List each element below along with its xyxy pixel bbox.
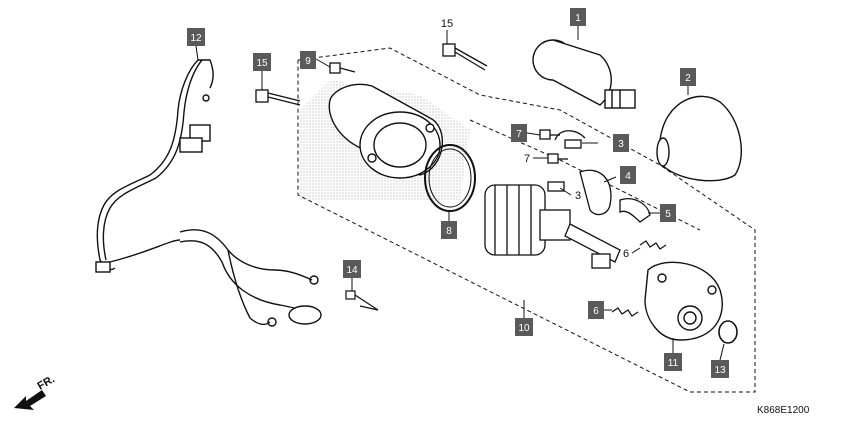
front-direction-label: FR.: [36, 373, 57, 392]
leader-lines: [195, 26, 725, 361]
o-ring-8: [424, 144, 476, 212]
clip-5: [619, 198, 651, 223]
part-label-15: 15: [253, 53, 271, 71]
bolt-9: [329, 62, 356, 74]
part-label-5: 5: [660, 204, 676, 222]
svg-text:9: 9: [305, 56, 311, 67]
rear-cover-11: [644, 261, 723, 341]
armature-10: [484, 184, 621, 269]
bolt-15-top: [442, 43, 488, 71]
assembly-outline: [297, 47, 756, 393]
bolt-14: [345, 290, 379, 311]
part-label-11: 11: [664, 353, 682, 371]
svg-text:5: 5: [665, 209, 671, 220]
front-arrow-icon: FR.: [14, 373, 57, 410]
svg-text:6: 6: [593, 306, 599, 317]
part-label-1: 1: [570, 8, 586, 26]
part-label-14: 14: [343, 260, 361, 278]
part-label-4: 4: [620, 166, 636, 184]
svg-text:14: 14: [346, 265, 358, 276]
screw-7: [539, 129, 568, 164]
part-label-8: 8: [441, 221, 457, 239]
washer-13: [718, 320, 738, 344]
svg-text:4: 4: [625, 171, 631, 182]
svg-text:12: 12: [190, 33, 202, 44]
callout-15-top: 15: [441, 18, 453, 30]
callout-6: 6: [623, 248, 629, 260]
part-label-9: 9: [300, 51, 316, 69]
drawing-code: K868E1200: [757, 405, 810, 416]
part-label-13: 13: [711, 360, 729, 378]
starter-drive-1: [532, 39, 636, 109]
spring-6: [611, 240, 667, 317]
part-label-2: 2: [680, 68, 696, 86]
motor-case: [328, 83, 444, 179]
part-label-7: 7: [511, 124, 527, 142]
part-label-12: 12: [187, 28, 205, 46]
wire-harness: [95, 59, 322, 327]
brush-holder-4: [547, 130, 612, 216]
callout-7: 7: [524, 153, 530, 165]
bolt-15-left: [255, 89, 301, 106]
svg-text:13: 13: [714, 365, 726, 376]
svg-text:1: 1: [575, 13, 581, 24]
svg-text:10: 10: [518, 323, 530, 334]
boot-2: [656, 95, 742, 182]
part-label-10: 10: [515, 318, 533, 336]
part-label-3: 3: [613, 134, 629, 152]
svg-text:3: 3: [618, 139, 624, 150]
svg-text:2: 2: [685, 73, 691, 84]
svg-text:8: 8: [446, 226, 452, 237]
svg-text:7: 7: [516, 129, 522, 140]
svg-text:15: 15: [256, 58, 268, 69]
svg-text:11: 11: [668, 358, 679, 369]
part-label-6b: 6: [588, 301, 604, 319]
callout-3: 3: [575, 190, 581, 202]
